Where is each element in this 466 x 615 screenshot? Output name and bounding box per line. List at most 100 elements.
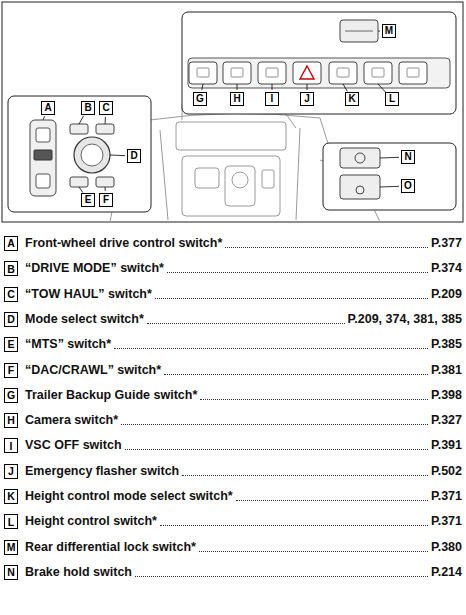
item-name: Height control mode select switch*: [25, 489, 233, 504]
leader-line: [43, 116, 45, 120]
page-reference: P.385: [431, 337, 462, 352]
panel-button: [364, 62, 392, 84]
dot-leader: [147, 323, 345, 324]
letter: K: [7, 491, 15, 502]
button-icon: [266, 68, 278, 77]
legend-letter-box: G: [4, 388, 18, 403]
legend-letter-box: A: [4, 236, 18, 251]
letter: A: [44, 103, 51, 113]
letter: D: [7, 314, 15, 325]
page-reference: P.374: [431, 261, 462, 276]
legend-letter-box: K: [4, 489, 18, 504]
leader-line: [380, 157, 399, 159]
leader-line: [378, 31, 380, 32]
letter: C: [7, 289, 15, 300]
rear-diff-lock-switch: [340, 20, 378, 42]
panel-button: [329, 62, 357, 84]
dot-leader: [199, 551, 428, 552]
legend-letter-box: D: [4, 312, 18, 327]
callout-letter: A: [41, 101, 55, 115]
callout-letter: B: [81, 101, 95, 115]
left-controls-inset: [8, 96, 151, 212]
dot-leader: [225, 247, 428, 248]
button-icon: [231, 68, 243, 77]
legend-letter-box: H: [4, 413, 18, 428]
item-name: Rear differential lock switch*: [25, 540, 196, 555]
item-name: VSC OFF switch: [25, 438, 122, 453]
letter: L: [8, 517, 14, 528]
leader-line: [307, 84, 308, 90]
drive-control-switch: [30, 120, 56, 196]
letter: E: [85, 195, 92, 205]
dot-leader: [135, 576, 428, 577]
leader-line: [272, 84, 273, 90]
callout-letter: I: [265, 92, 279, 106]
legend-letter-box: C: [4, 287, 18, 302]
page-reference: P.214: [431, 565, 462, 580]
item-name: “MTS” switch*: [25, 337, 111, 352]
parking-brake-switch: [340, 175, 380, 199]
item-name: Emergency flasher switch: [25, 464, 179, 479]
switch-panel-inset: [182, 12, 456, 114]
dot-leader: [236, 500, 428, 501]
letter: J: [304, 94, 310, 104]
callout-letter: L: [385, 92, 399, 106]
callout-letter: C: [99, 101, 113, 115]
letter: D: [130, 151, 137, 161]
letter: I: [10, 441, 13, 452]
dot-leader: [125, 449, 428, 450]
page-reference: P.502: [431, 464, 462, 479]
dot-leader: [164, 374, 428, 375]
leader-line: [202, 84, 203, 90]
panel-button: [189, 62, 217, 84]
leader-line: [343, 84, 347, 91]
legend-letter-box: I: [4, 438, 18, 453]
leader-line: [237, 84, 238, 90]
letter: A: [7, 238, 15, 249]
switch-buttons: [189, 62, 427, 84]
leader-lines: [43, 31, 399, 193]
letter: J: [8, 466, 14, 477]
page-reference: P.371: [431, 514, 462, 529]
leader-line: [79, 187, 83, 193]
letter: E: [7, 339, 14, 350]
item-name: Camera switch*: [25, 413, 118, 428]
letter: G: [7, 390, 15, 401]
item-name: Mode select switch*: [25, 312, 144, 327]
page-reference: P.380: [431, 540, 462, 555]
panel-button: [399, 62, 427, 84]
letter: K: [348, 94, 355, 104]
button-icon: [197, 68, 209, 77]
item-name: Brake hold switch: [25, 565, 132, 580]
button-icon: [407, 68, 419, 77]
callout-letter: D: [127, 149, 141, 163]
legend-letter-box: N: [4, 565, 18, 580]
callout-letter: N: [401, 150, 415, 164]
page-reference: P.209, 374, 381, 385: [348, 312, 462, 327]
callout-letter: E: [81, 193, 95, 207]
letter: H: [233, 94, 240, 104]
page-reference: P.391: [431, 438, 462, 453]
item-name: Front-wheel drive control switch*: [25, 236, 222, 251]
letter: L: [389, 94, 395, 104]
legend-letter-box: L: [4, 514, 18, 529]
page-reference: P.381: [431, 363, 462, 378]
callout-letter: O: [401, 179, 415, 193]
page-reference: P.371: [431, 489, 462, 504]
leader-line: [79, 116, 84, 124]
letter: N: [404, 152, 411, 162]
button-icon: [337, 68, 349, 77]
leader-line: [110, 155, 125, 157]
item-name: “DAC/CRAWL” switch*: [25, 363, 161, 378]
legend-letter-box: J: [4, 464, 18, 479]
item-name: Trailer Backup Guide switch*: [25, 388, 197, 403]
figure-frame: [2, 2, 463, 222]
brake-hold-button: [340, 148, 380, 168]
hazard-triangle: [300, 66, 314, 79]
legend-letter-box: B: [4, 261, 18, 276]
dot-leader: [182, 475, 428, 476]
panel-button: [258, 62, 286, 84]
dot-leader: [167, 272, 428, 273]
letter: H: [7, 415, 15, 426]
page-reference: P.209: [431, 287, 462, 302]
